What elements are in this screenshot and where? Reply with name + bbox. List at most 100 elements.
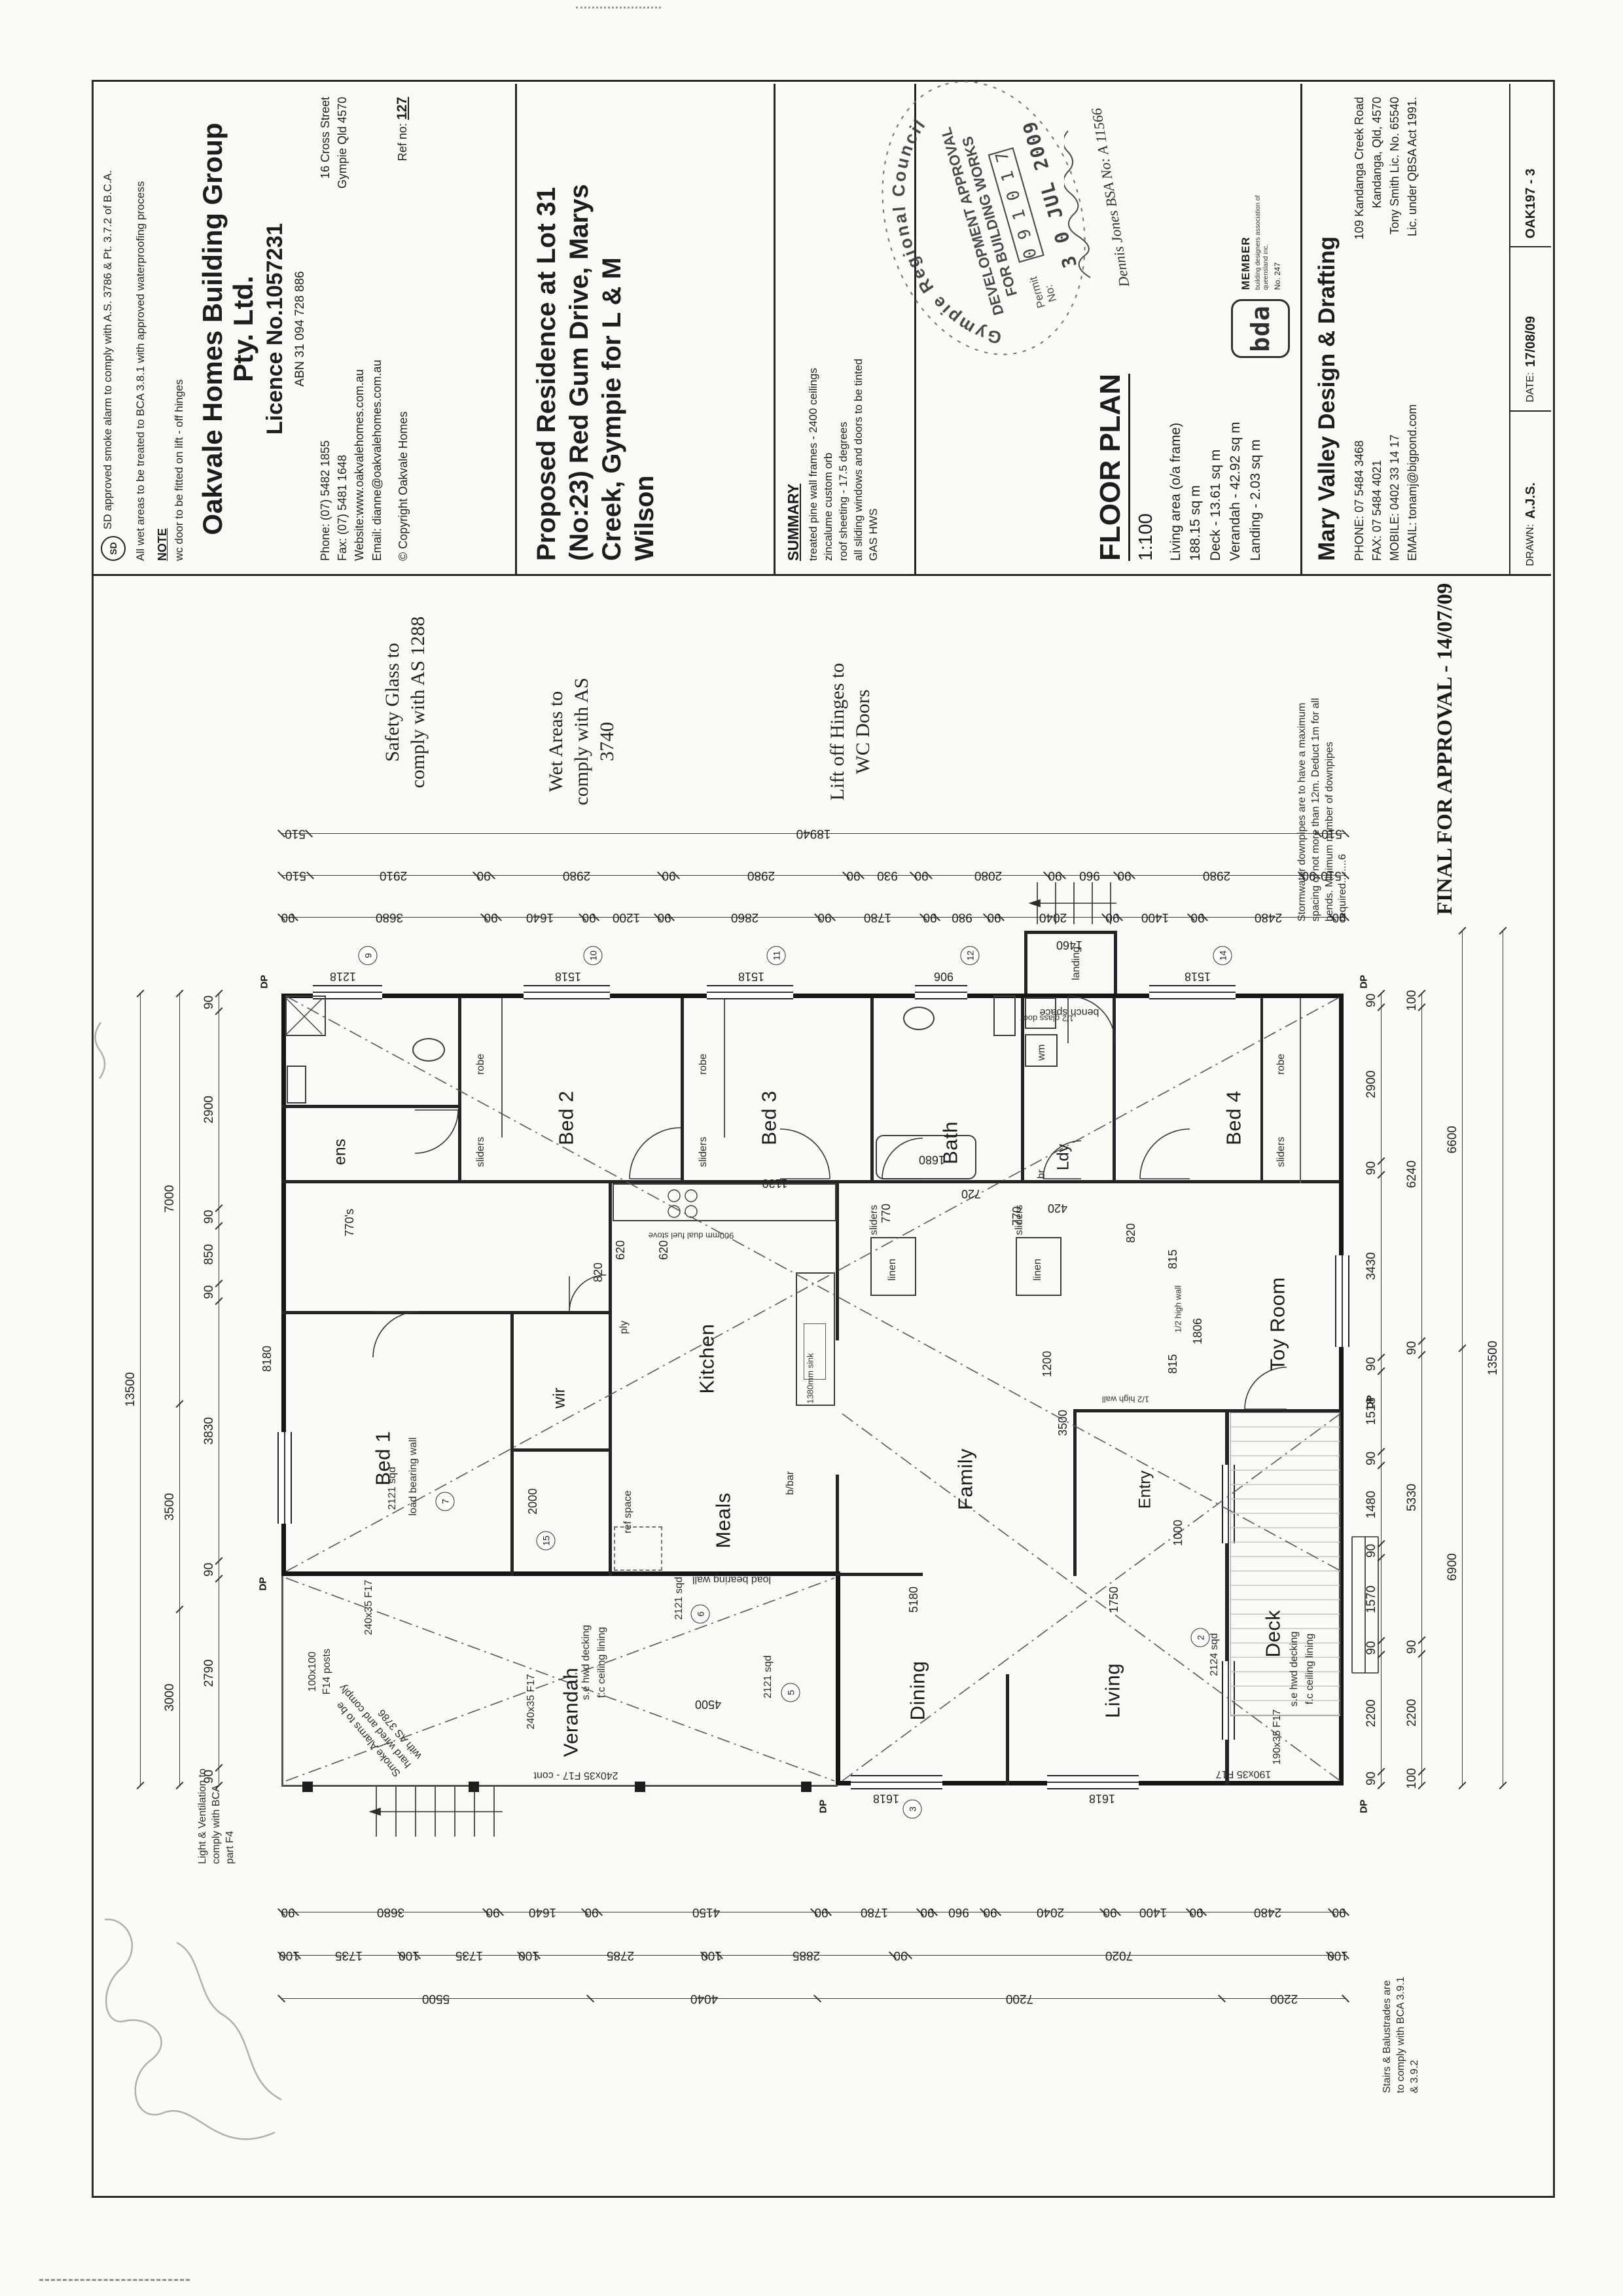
plan-annotation: 720 <box>961 1187 982 1200</box>
plan-annotation: 240x35 F17 - cont <box>533 1770 618 1781</box>
builder-name: Oakvale Homes Building Group Pty. Ltd. <box>197 122 259 535</box>
plan-annotation: b/bar <box>785 1471 796 1496</box>
dimension-value: 2200 <box>1405 1698 1419 1727</box>
dimension-value: 90 <box>584 1905 599 1919</box>
room-label: Toy Room <box>1266 1277 1289 1371</box>
room-label: Ldy <box>1054 1143 1073 1171</box>
company-box: SD SD approved smoke alarm to comply wit… <box>92 84 517 574</box>
area-item: Living area (o/a frame) <box>1168 422 1183 561</box>
plan-annotation: 1518 <box>1184 970 1211 983</box>
builder-address2: Gympie Qld 4570 <box>336 97 349 189</box>
builder-address-block: 16 Cross Street Gympie Qld 4570 <box>317 97 385 188</box>
door-swings <box>372 996 1287 1410</box>
stamp-permit-box <box>988 147 1044 263</box>
drafter-box: Mary Valley Design & Drafting PHONE: 07 … <box>1302 84 1551 574</box>
project-description: Proposed Residence at Lot 31 (No:23) Red… <box>532 184 659 561</box>
dimension-value: 100 <box>1405 1768 1419 1789</box>
plan-annotation: load bearing wall <box>692 1574 772 1585</box>
note-final-approval: FINAL FOR APPROVAL - 14/07/09 <box>1433 583 1457 915</box>
drafter-address-block: 109 Kandanga Creek Road Kandanga, Qld, 4… <box>1351 97 1421 240</box>
ref-number: Ref no: 127 <box>394 97 410 162</box>
window-tag: 15 <box>536 1531 556 1551</box>
plan-annotation: 100x100 <box>307 1651 318 1692</box>
dimension-value: 90 <box>202 1562 216 1577</box>
dimension-value: 90 <box>1332 1905 1346 1919</box>
dimension-value: 90 <box>476 869 491 882</box>
plan-annotation: 240x35 F17 <box>526 1674 537 1730</box>
dimension-value: 1735 <box>455 1948 483 1962</box>
plan-annotation: 5180 <box>907 1586 920 1613</box>
builder-website: Website:www.oakvalehomes.com.au <box>353 369 366 561</box>
setout-diagonals <box>285 996 1342 1782</box>
dimension-value: 1780 <box>860 1905 888 1919</box>
plan-annotation: 2121 sqd <box>762 1655 774 1698</box>
drafter-mobile: MOBILE: 0402 33 14 17 <box>1388 434 1401 561</box>
window-tag: 11 <box>766 946 786 965</box>
drawing-name: FLOOR PLAN <box>1094 374 1130 561</box>
window-tag: 5 <box>781 1683 800 1702</box>
dimension-value: 90 <box>1405 1640 1419 1654</box>
drafter-email: EMAIL: tonamj@bigpond.com <box>1406 404 1419 561</box>
room-label: Kitchen <box>695 1323 719 1394</box>
dimension-value: 6240 <box>1405 1160 1419 1189</box>
dimension-value: 2480 <box>1254 910 1283 924</box>
project-box: Proposed Residence at Lot 31 (No:23) Red… <box>517 84 776 574</box>
dimension-value: 2860 <box>730 910 758 924</box>
note-safety-glass: Safety Glass to comply with AS 1288 <box>382 616 429 789</box>
plan-annotation: s.e hwd decking <box>580 1624 592 1700</box>
dimension-value: 1570 <box>1364 1585 1378 1613</box>
room-label: wir <box>550 1388 569 1408</box>
pencil-scribble <box>94 1022 282 2140</box>
plan-annotation: 2000 <box>526 1488 539 1515</box>
builder-address1: 16 Cross Street <box>319 97 332 179</box>
plan-annotation: 900mm dual fuel stove <box>648 1230 734 1241</box>
summary-heading: SUMMARY <box>785 484 802 561</box>
dimension-value: 18940 <box>796 827 831 840</box>
plan-annotation: 1750 <box>1107 1586 1120 1613</box>
dimension-value: 5500 <box>421 1992 450 2005</box>
smoke-alarm-note: SD SD approved smoke alarm to comply wit… <box>101 97 126 561</box>
plan-annotation: 1380mm sink <box>805 1353 815 1404</box>
dimension-value: 2980 <box>1202 869 1231 882</box>
plan-annotation: 3500 <box>1056 1409 1069 1437</box>
dimension-value: 90 <box>1048 869 1062 882</box>
dimension-value: 7000 <box>163 1185 177 1213</box>
room-label: Deck <box>1261 1609 1285 1658</box>
plan-annotation: 770 <box>880 1203 893 1224</box>
dimension-value: 960 <box>1079 869 1100 882</box>
dimension-value: 2900 <box>202 1096 216 1124</box>
smoke-alarm-note-text: SD approved smoke alarm to comply with A… <box>101 170 114 529</box>
dimension-value: 90 <box>1405 1341 1419 1355</box>
stamp-council-name: Gympie Regional Council <box>863 107 1008 367</box>
plan-annotation: linen <box>887 1259 898 1281</box>
summary-item: treated pine wall frames - 2400 ceilings <box>807 368 819 561</box>
dimension-value: 90 <box>1364 1451 1378 1465</box>
plan-annotation: 770 <box>1010 1206 1024 1227</box>
plan-annotation: 1618 <box>872 1792 900 1805</box>
drafter-name: Mary Valley Design & Drafting <box>1314 236 1340 561</box>
dimension-value: 90 <box>846 869 861 882</box>
dimension-value: 4150 <box>692 1905 721 1919</box>
plan-annotation: 815 <box>1166 1249 1179 1270</box>
dimension-value: 90 <box>1364 993 1378 1008</box>
builder-fax: Fax: (07) 5481 1648 <box>336 454 349 561</box>
drawn-by: A.J.S. <box>1523 482 1538 519</box>
dimension-value: 2080 <box>974 869 1002 882</box>
dimension-value: 90 <box>486 1905 500 1919</box>
dimension-value: 90 <box>1105 910 1120 924</box>
dimension-value: 5330 <box>1405 1483 1419 1512</box>
smoke-detector-icon: SD <box>101 536 126 561</box>
plan-annotation: s.e hwd decking <box>1289 1631 1300 1707</box>
dimension-value: 2980 <box>747 869 775 882</box>
svg-text:Gympie Regional Council: Gympie Regional Council <box>863 107 1008 367</box>
window-tag: 2 <box>1190 1628 1210 1647</box>
plan-annotation: 815 <box>1166 1354 1179 1374</box>
date-cell: DATE: 17/08/09 <box>1510 246 1551 410</box>
dimension-value: 1518 <box>1364 1397 1378 1426</box>
dimension-value: 2200 <box>1364 1699 1378 1727</box>
